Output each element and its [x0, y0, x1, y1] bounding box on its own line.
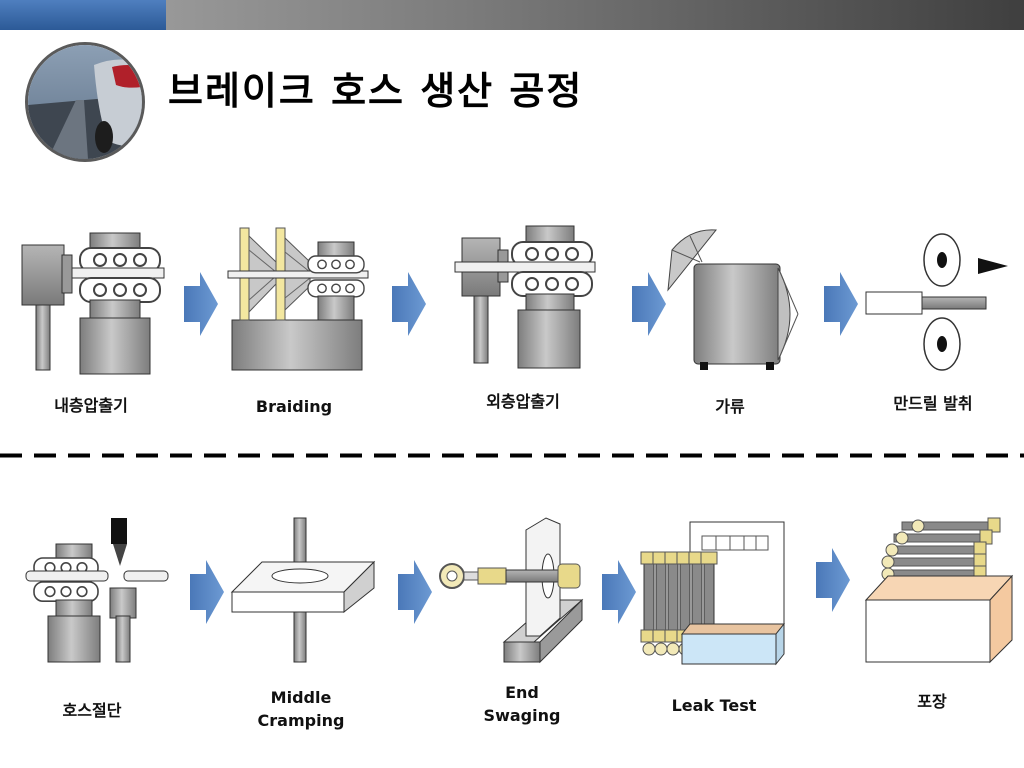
- step-label-end-swaging-line1: End: [505, 683, 539, 702]
- vulcanizer-icon: [667, 229, 799, 370]
- step-label-end-swaging-line2: Swaging: [483, 706, 561, 725]
- step-label-braiding: Braiding: [255, 397, 333, 416]
- step-label-middle-cramping: Middle Cramping: [246, 686, 356, 732]
- step-label-hose-cutting: 호스절단: [62, 701, 122, 720]
- top-banner-accent: [0, 0, 166, 30]
- step-label-vulcanizing: 가류: [715, 397, 745, 416]
- step-label-middle-cramping-line1: Middle: [270, 688, 332, 707]
- step-label-inner-extruder: 내층압출기: [54, 396, 128, 415]
- row-divider: [0, 453, 1024, 458]
- top-banner: [0, 0, 1024, 30]
- step-label-leak-test: Leak Test: [671, 696, 757, 715]
- outer-extruder-icon: [454, 225, 596, 369]
- page-title: 브레이크 호스 생산 공정: [168, 69, 584, 113]
- end-swaging-icon: [439, 517, 584, 664]
- inner-extruder-icon: [21, 232, 165, 375]
- mandrel-extraction-icon: [865, 233, 1008, 371]
- step-label-mandrel-extraction: 만드릴 발취: [893, 394, 973, 413]
- packaging-icon: [864, 517, 1014, 664]
- step-label-end-swaging: End Swaging: [472, 681, 572, 727]
- step-label-packaging: 포장: [917, 692, 947, 711]
- step-label-outer-extruder: 외층압출기: [486, 392, 560, 411]
- hose-cutting-icon: [25, 518, 169, 663]
- middle-crimping-icon: [230, 517, 376, 663]
- leak-test-icon: [640, 521, 786, 666]
- step-label-middle-cramping-line2: Cramping: [257, 711, 345, 730]
- car-road-photo-icon: [25, 42, 145, 162]
- braiding-machine-icon: [227, 227, 369, 371]
